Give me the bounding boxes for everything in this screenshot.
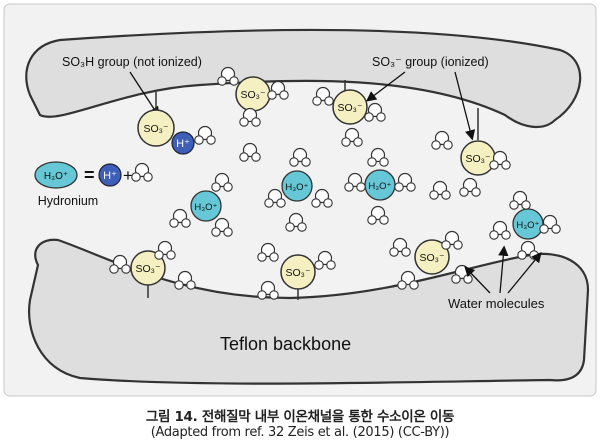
ion-channel-diagram: SO₃H group (not ionized) SO₃⁻ group (ion…: [3, 3, 597, 397]
svg-text:H₃O⁺: H₃O⁺: [285, 182, 308, 193]
h3o-ion-2: H₃O⁺: [281, 170, 313, 202]
so3-sphere-5: SO₃⁻: [130, 250, 166, 286]
so3-sphere-7: SO₃⁻: [414, 239, 450, 275]
so3-label-arrow-1: [365, 71, 406, 102]
svg-text:SO₃⁻: SO₃⁻: [466, 153, 491, 165]
water-molecules-label: Water molecules: [448, 296, 545, 311]
so3-sphere-6: SO₃⁻: [280, 254, 316, 290]
equals-sign: =: [84, 165, 95, 185]
so3h-label-arrow: [129, 71, 160, 118]
so3-group-label: SO₃⁻ group (ionized): [372, 55, 489, 69]
figure-caption-title: 그림 14. 전해질막 내부 이온채널을 통한 수소이온 이동: [145, 409, 455, 425]
water-label-arrow-1: [464, 266, 491, 294]
water-label-arrow-2: [498, 245, 509, 294]
svg-text:SO₃⁻: SO₃⁻: [420, 252, 445, 264]
svg-text:H₃O⁺: H₃O⁺: [516, 220, 539, 231]
svg-text:SO₃⁻: SO₃⁻: [136, 263, 161, 275]
so3-sphere-3: SO₃⁻: [332, 89, 368, 125]
water-label-arrow-3: [507, 251, 542, 294]
so3h-sphere-1: SO₃⁻: [137, 109, 175, 147]
svg-text:SO₃⁻: SO₃⁻: [144, 123, 169, 135]
hydronium-equation: H₃O⁺ = H⁺ + Hydronium: [34, 161, 153, 208]
so3-sphere-4: SO₃⁻: [460, 140, 496, 176]
h3o-ion-4: H₃O⁺: [512, 208, 544, 240]
h3o-legend-ion: [34, 161, 78, 189]
hydronium-label: Hydronium: [38, 194, 98, 208]
svg-text:H₃O⁺: H₃O⁺: [44, 171, 68, 182]
teflon-backbone-label: Teflon backbone: [220, 334, 351, 354]
top-membrane: [25, 28, 582, 128]
svg-text:H₃O⁺: H₃O⁺: [194, 202, 217, 213]
so3h-group-label: SO₃H group (not ionized): [62, 55, 202, 69]
h3o-ion-3: H₃O⁺: [364, 169, 396, 201]
so3-sphere-2: SO₃⁻: [235, 76, 271, 112]
svg-text:H₃O⁺: H₃O⁺: [368, 181, 391, 192]
svg-text:SO₃⁻: SO₃⁻: [286, 267, 311, 279]
svg-text:SO₃⁻: SO₃⁻: [338, 102, 363, 114]
h-plus-attached: H⁺: [171, 131, 195, 155]
so3-label-arrow-2: [454, 71, 476, 141]
h-plus-legend: [98, 163, 122, 187]
svg-text:H⁺: H⁺: [103, 170, 117, 182]
figure-caption-source: (Adapted from ref. 32 Zeis et al. (2015)…: [150, 425, 450, 440]
svg-text:SO₃⁻: SO₃⁻: [241, 89, 266, 101]
svg-text:H⁺: H⁺: [176, 138, 190, 150]
h3o-ion-1: H₃O⁺: [190, 190, 222, 222]
plus-sign: +: [123, 166, 133, 185]
